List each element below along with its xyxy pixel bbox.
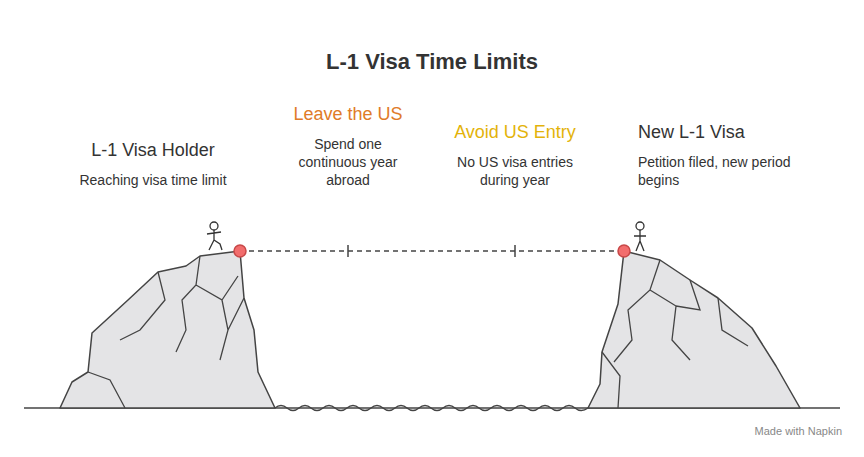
- dashed-connector: [240, 250, 624, 252]
- step-node: L-1 Visa HolderReaching visa time limit: [66, 139, 240, 263]
- right-cliff: [588, 251, 800, 408]
- step-description: Petition filed, new period begins: [638, 153, 818, 189]
- step-heading: Avoid US Entry: [440, 121, 590, 143]
- diagram-title: L-1 Visa Time Limits: [0, 49, 864, 75]
- endpoint-dot: [234, 245, 246, 257]
- step-description: No US visa entries during year: [450, 153, 580, 189]
- right-cliff-cracks: [602, 260, 748, 408]
- left-stick-figure: [207, 222, 222, 250]
- step-heading: L-1 Visa Holder: [66, 139, 240, 161]
- step-description: Reaching visa time limit: [66, 171, 240, 189]
- right-stick-figure: [634, 222, 646, 251]
- watermark: Made with Napkin: [755, 425, 842, 437]
- step-node: Avoid US Entry No US visa entries during …: [440, 121, 590, 193]
- left-cliff-cracks: [88, 256, 244, 408]
- step-node: Leave the US Spend one continuous year ab…: [283, 103, 413, 193]
- water-wave: [275, 406, 588, 411]
- step-heading: New L-1 Visa: [638, 121, 834, 143]
- step-heading: Leave the US: [283, 103, 413, 125]
- step-node: New L-1 VisaPetition filed, new period b…: [624, 121, 834, 263]
- left-cliff: [60, 251, 275, 408]
- step-description: Spend one continuous year abroad: [288, 135, 408, 189]
- endpoint-dot: [618, 245, 630, 257]
